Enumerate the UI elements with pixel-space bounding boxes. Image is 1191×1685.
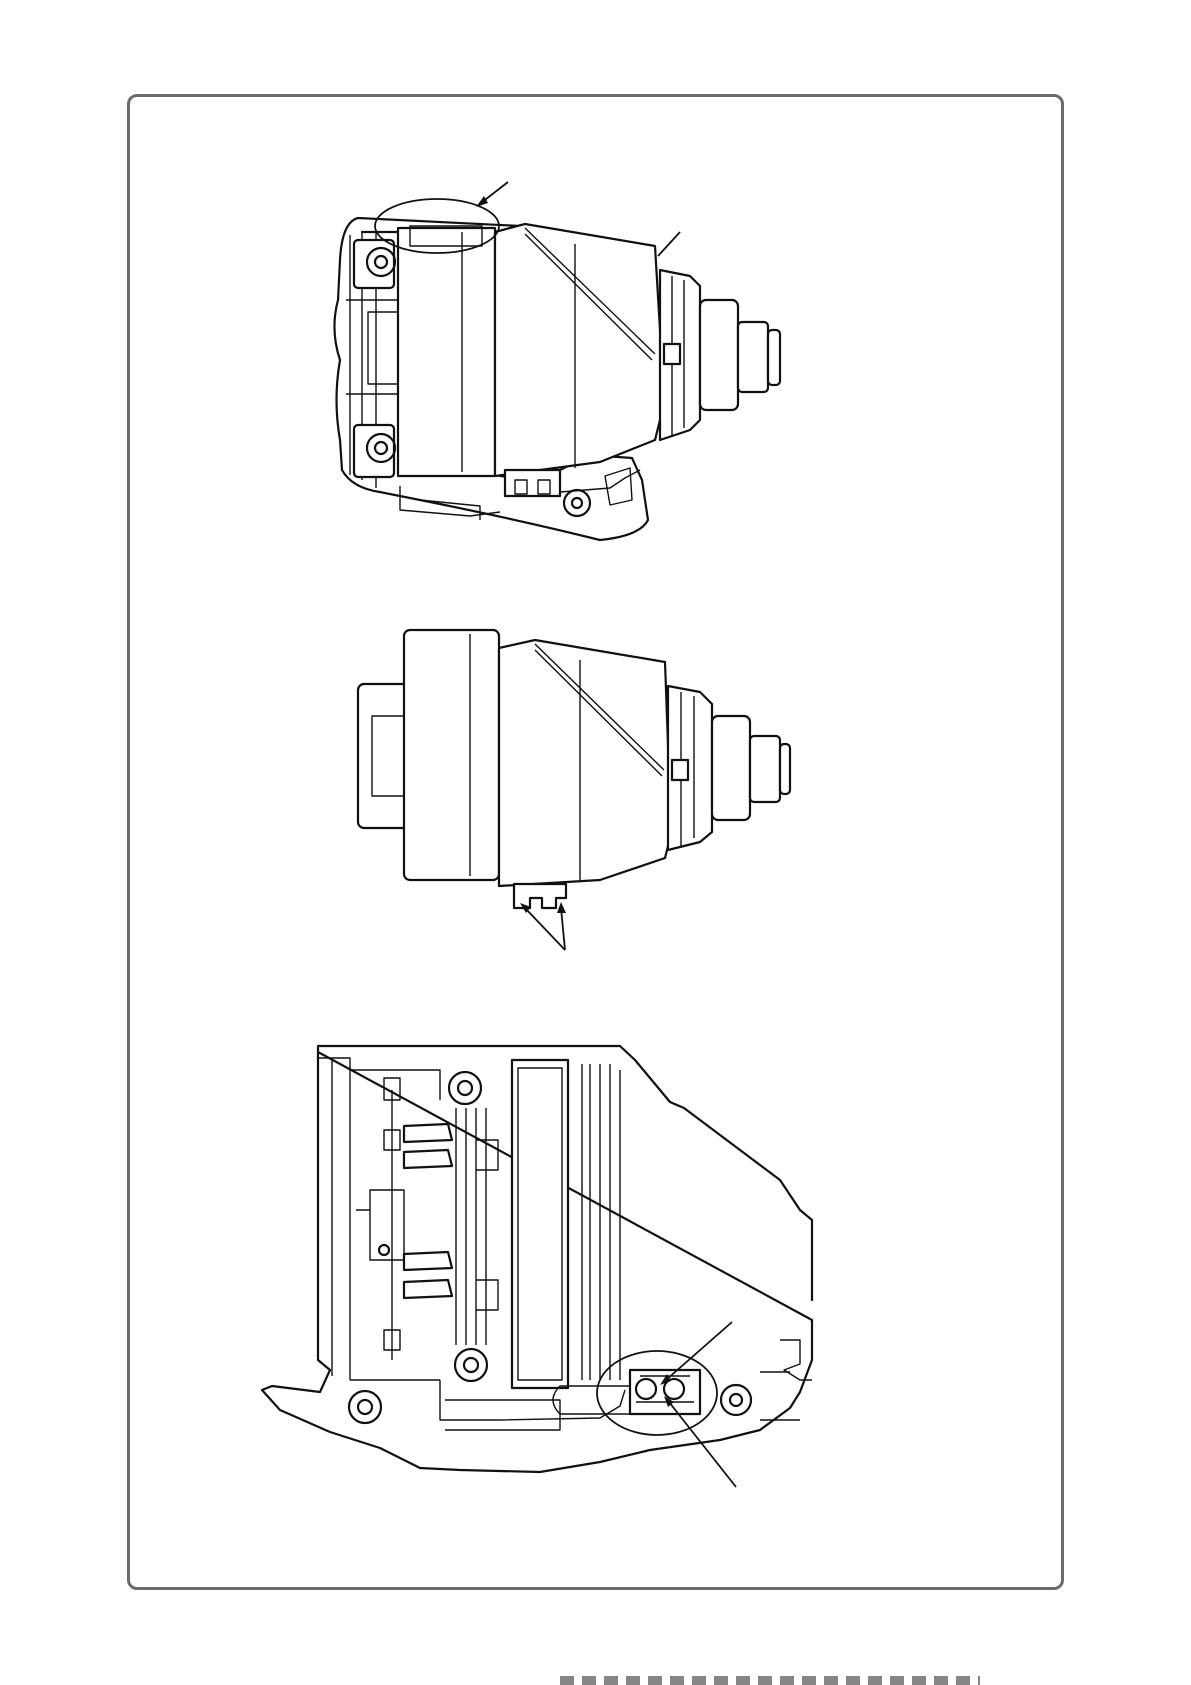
- scan-artifact-strip: [560, 1676, 980, 1685]
- screw-icon: [354, 425, 395, 477]
- callout-arrow-icon: [476, 182, 508, 207]
- screw-icon: [449, 1072, 481, 1104]
- screw-icon: [354, 240, 395, 288]
- figure-upper-unit: [334, 182, 780, 540]
- figure-lower-housing: [262, 1046, 812, 1487]
- screw-icon: [455, 1349, 487, 1381]
- figure-unit-removed: [358, 630, 790, 950]
- screw-icon: [564, 490, 590, 516]
- screw-icon: [349, 1391, 381, 1423]
- screw-icon: [721, 1385, 751, 1415]
- callout-arrow-icon: [658, 232, 680, 256]
- callout-arrow-icon: [520, 902, 566, 950]
